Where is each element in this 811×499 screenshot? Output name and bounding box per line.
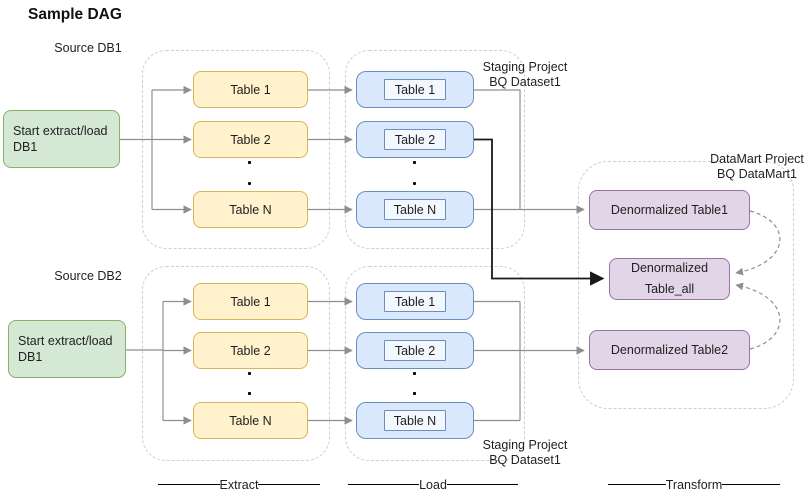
start-extract-load-db1-node: Start extract/load DB1 [3, 110, 120, 168]
denormalized-table-all-node: Denormalized Table_all [609, 258, 730, 300]
vertical-ellipsis-dot [248, 392, 251, 395]
load-stage-label: Load [419, 477, 447, 492]
transform-stage-ruler: Transform [608, 477, 780, 492]
datamart-container [578, 161, 794, 409]
ruler-line [446, 484, 518, 485]
transform-stage-label: Transform [665, 477, 723, 492]
start-db2-line2: DB1 [18, 350, 43, 364]
diagram-title: Sample DAG [28, 6, 122, 23]
source-db2-label: Source DB2 [54, 269, 122, 283]
load2-table2-inner: Table 2 [384, 340, 446, 361]
load1-table2-inner: Table 2 [384, 129, 446, 150]
extract-stage-label: Extract [219, 477, 259, 492]
load2-table1-node: Table 1 [356, 283, 474, 320]
load2-table2-node: Table 2 [356, 332, 474, 369]
load1-tableN-node: Table N [356, 191, 474, 228]
load1-table2-node: Table 2 [356, 121, 474, 158]
ruler-line [348, 484, 420, 485]
staging-label-bottom-line1: Staging Project [482, 438, 568, 452]
vertical-ellipsis-dot [248, 161, 251, 164]
load1-table1-node: Table 1 [356, 71, 474, 108]
ruler-line [722, 484, 780, 485]
extract1-table2-node: Table 2 [193, 121, 308, 158]
load1-tableN-inner: Table N [384, 199, 446, 220]
staging-label-top: Staging Project BQ Dataset1 [455, 60, 595, 90]
datamart-label: DataMart Project BQ DataMart1 [687, 152, 811, 182]
start-extract-load-db2-node: Start extract/load DB1 [8, 320, 126, 378]
staging-label-bottom-line2: BQ Dataset1 [489, 453, 561, 467]
denorm-all-line2: Table_all [644, 282, 695, 296]
start-db1-line2: DB1 [13, 140, 38, 154]
vertical-ellipsis-dot [248, 182, 251, 185]
load1-table1-inner: Table 1 [384, 79, 446, 100]
datamart-label-line2: BQ DataMart1 [717, 167, 797, 181]
load-group2-container [345, 266, 525, 461]
load-stage-ruler: Load [348, 477, 518, 492]
denormalized-table1-node: Denormalized Table1 [589, 190, 750, 230]
extract1-table1-node: Table 1 [193, 71, 308, 108]
vertical-ellipsis-dot [248, 372, 251, 375]
datamart-label-line1: DataMart Project [710, 152, 804, 166]
extract-stage-ruler: Extract [158, 477, 320, 492]
start-db1-line1: Start extract/load [13, 124, 108, 138]
load2-table1-inner: Table 1 [384, 291, 446, 312]
source-db1-label: Source DB1 [54, 41, 122, 55]
vertical-ellipsis-dot [413, 161, 416, 164]
staging-label-top-line2: BQ Dataset1 [489, 75, 561, 89]
vertical-ellipsis-dot [413, 372, 416, 375]
extract2-table2-node: Table 2 [193, 332, 308, 369]
extract2-tableN-node: Table N [193, 402, 308, 439]
staging-label-bottom: Staging Project BQ Dataset1 [455, 438, 595, 468]
vertical-ellipsis-dot [413, 392, 416, 395]
ruler-line [608, 484, 666, 485]
staging-label-top-line1: Staging Project [482, 60, 568, 74]
vertical-ellipsis-dot [413, 182, 416, 185]
ruler-line [158, 484, 220, 485]
ruler-line [258, 484, 320, 485]
extract1-tableN-node: Table N [193, 191, 308, 228]
load2-tableN-node: Table N [356, 402, 474, 439]
extract2-table1-node: Table 1 [193, 283, 308, 320]
load2-tableN-inner: Table N [384, 410, 446, 431]
denorm-all-line1: Denormalized [630, 261, 709, 275]
denormalized-table2-node: Denormalized Table2 [589, 330, 750, 370]
start-db2-line1: Start extract/load [18, 334, 113, 348]
